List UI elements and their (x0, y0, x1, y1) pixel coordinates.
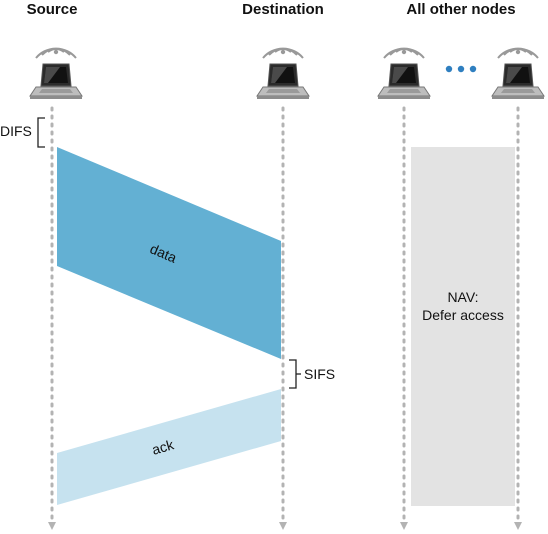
source-laptop-icon (29, 47, 83, 100)
other-nodes-header: All other nodes (406, 1, 516, 18)
nav-block (411, 147, 515, 506)
ack-frame (57, 389, 281, 505)
node-a-laptop-icon (377, 47, 431, 100)
ack-label: ack (150, 436, 176, 458)
sifs-bracket (289, 359, 297, 389)
nav-label-line2: Defer access (422, 307, 504, 323)
source-timeline-arrow (48, 522, 56, 530)
destination-header: Destination (242, 1, 324, 18)
node-a-timeline-arrow (400, 522, 408, 530)
nav-label-line1: NAV: (447, 289, 478, 305)
difs-label: DIFS (0, 123, 32, 139)
sifs-label: SIFS (304, 366, 335, 382)
difs-bracket (37, 117, 45, 148)
node-b-timeline-arrow (514, 522, 522, 530)
timelines (48, 106, 522, 530)
source-header: Source (26, 1, 78, 18)
node-b-laptop-icon (491, 47, 545, 100)
destination-laptop-icon (256, 47, 310, 100)
destination-timeline-arrow (279, 522, 287, 530)
data-frame (57, 147, 281, 359)
ellipsis-dots-icon (445, 65, 477, 73)
